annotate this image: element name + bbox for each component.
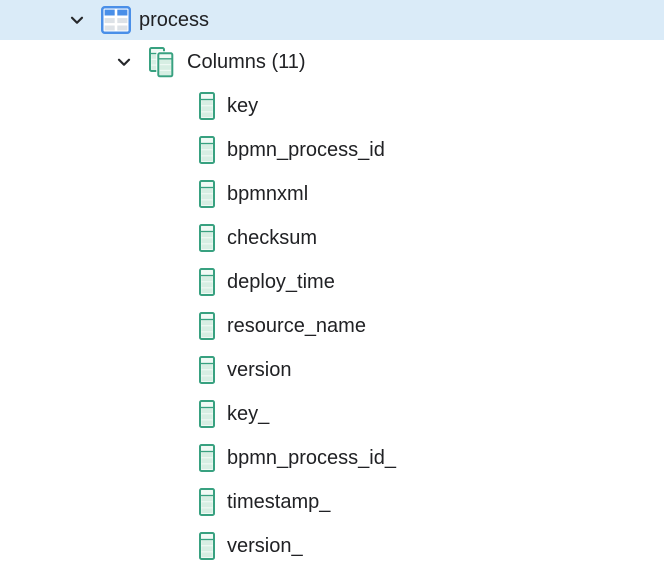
column-icon <box>199 532 215 560</box>
tree-node-column-version_[interactable]: version_ <box>0 524 664 568</box>
column-icon <box>199 444 215 472</box>
table-icon <box>101 6 131 34</box>
tree-node-label: bpmnxml <box>227 183 309 205</box>
tree-node-column-checksum[interactable]: checksum <box>0 216 664 260</box>
tree-node-column-bpmn_process_id_[interactable]: bpmn_process_id_ <box>0 436 664 480</box>
column-list: key bpmn_process_id bpmnxml <box>0 84 664 568</box>
tree-node-columns-folder[interactable]: Columns (11) <box>0 40 664 84</box>
tree-node-label: bpmn_process_id <box>227 139 385 161</box>
tree-node-label: timestamp_ <box>227 491 331 513</box>
column-icon <box>199 356 215 384</box>
tree-node-label: checksum <box>227 227 318 249</box>
column-icon <box>199 136 215 164</box>
columns-icon <box>148 46 176 78</box>
tree-node-column-timestamp_[interactable]: timestamp_ <box>0 480 664 524</box>
column-icon <box>199 224 215 252</box>
column-icon <box>199 180 215 208</box>
tree-node-label: version <box>227 359 292 381</box>
tree-node-column-deploy_time[interactable]: deploy_time <box>0 260 664 304</box>
column-icon <box>199 400 215 428</box>
tree-node-column-bpmn_process_id[interactable]: bpmn_process_id <box>0 128 664 172</box>
column-icon <box>199 92 215 120</box>
tree-node-label: resource_name <box>227 315 366 337</box>
tree-node-label: process <box>139 9 210 31</box>
tree-node-label: Columns (11) <box>187 51 306 73</box>
tree-node-column-key_[interactable]: key_ <box>0 392 664 436</box>
column-icon <box>199 268 215 296</box>
tree-node-label: deploy_time <box>227 271 335 293</box>
tree-node-label: bpmn_process_id_ <box>227 447 396 469</box>
chevron-down-icon[interactable] <box>112 50 136 74</box>
tree-node-column-resource_name[interactable]: resource_name <box>0 304 664 348</box>
tree-node-column-bpmnxml[interactable]: bpmnxml <box>0 172 664 216</box>
tree-node-column-version[interactable]: version <box>0 348 664 392</box>
column-icon <box>199 312 215 340</box>
tree-node-label: key_ <box>227 403 270 425</box>
tree-node-column-key[interactable]: key <box>0 84 664 128</box>
tree-node-table-process[interactable]: process <box>0 0 664 40</box>
tree-node-label: key <box>227 95 259 117</box>
chevron-down-icon[interactable] <box>65 8 89 32</box>
column-icon <box>199 488 215 516</box>
tree-node-label: version_ <box>227 535 303 557</box>
